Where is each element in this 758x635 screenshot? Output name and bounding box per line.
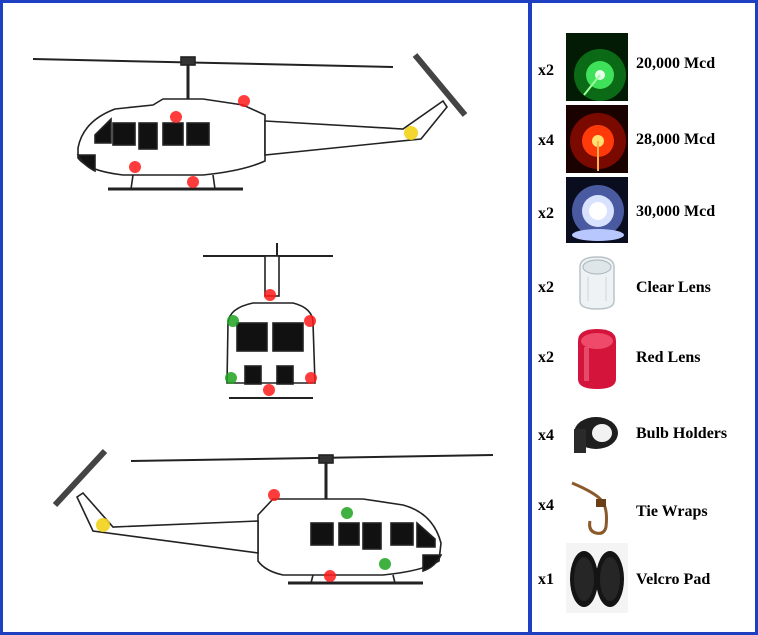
helicopter-side-left — [32, 53, 468, 191]
part-row: x2 Clear Lens — [532, 249, 755, 317]
red-light-marker — [264, 289, 276, 301]
part-row: x1 Velcro Pad — [532, 543, 755, 613]
green-led-icon — [566, 33, 628, 101]
part-row: x4 28,000 Mcd — [532, 105, 755, 173]
red-light-marker — [268, 489, 280, 501]
part-quantity: x4 — [538, 427, 554, 444]
part-row: x2 30,000 Mcd — [532, 177, 755, 243]
part-row: x4 Tie Wraps — [532, 475, 755, 545]
part-label: 20,000 Mcd — [636, 55, 716, 72]
part-label: 28,000 Mcd — [636, 131, 716, 148]
red-light-marker — [129, 161, 141, 173]
part-quantity: x2 — [538, 205, 554, 222]
parts-list: x2 20,000 Mcd x4 28,000 Mcd — [532, 3, 755, 632]
yellow-light-marker — [404, 126, 418, 140]
red-lens-icon — [566, 323, 628, 393]
panel-divider — [528, 3, 532, 632]
red-light-marker — [305, 372, 317, 384]
velcro-pad-icon — [566, 543, 628, 613]
part-row: x2 20,000 Mcd — [532, 33, 755, 101]
part-quantity: x2 — [538, 279, 554, 296]
part-quantity: x1 — [538, 571, 554, 588]
red-light-marker — [170, 111, 182, 123]
white-led-icon — [566, 177, 628, 243]
yellow-light-marker — [96, 518, 110, 532]
part-label: Tie Wraps — [636, 503, 708, 520]
red-light-marker — [304, 315, 316, 327]
part-label: Clear Lens — [636, 279, 711, 296]
tie-wrap-icon — [566, 475, 628, 545]
part-row: x4 Bulb Holders — [532, 403, 755, 467]
green-light-marker — [341, 507, 353, 519]
red-light-marker — [324, 570, 336, 582]
bulb-holder-icon — [566, 403, 628, 467]
helicopter-side-right — [52, 448, 494, 585]
green-light-marker — [379, 558, 391, 570]
red-light-marker — [238, 95, 250, 107]
part-quantity: x2 — [538, 349, 554, 366]
part-quantity: x4 — [538, 132, 554, 149]
red-light-marker — [187, 176, 199, 188]
helicopter-front — [203, 243, 333, 399]
part-label: Red Lens — [636, 349, 701, 366]
part-label: Bulb Holders — [636, 425, 728, 442]
helicopter-diagrams — [3, 3, 528, 632]
part-row: x2 Red Lens — [532, 323, 755, 393]
green-light-marker — [225, 372, 237, 384]
part-label: 30,000 Mcd — [636, 203, 716, 220]
part-quantity: x4 — [538, 497, 554, 514]
red-led-icon — [566, 105, 628, 173]
green-light-marker — [227, 315, 239, 327]
clear-lens-icon — [566, 249, 628, 317]
red-light-marker — [263, 384, 275, 396]
part-label: Velcro Pad — [636, 571, 711, 588]
part-quantity: x2 — [538, 62, 554, 79]
